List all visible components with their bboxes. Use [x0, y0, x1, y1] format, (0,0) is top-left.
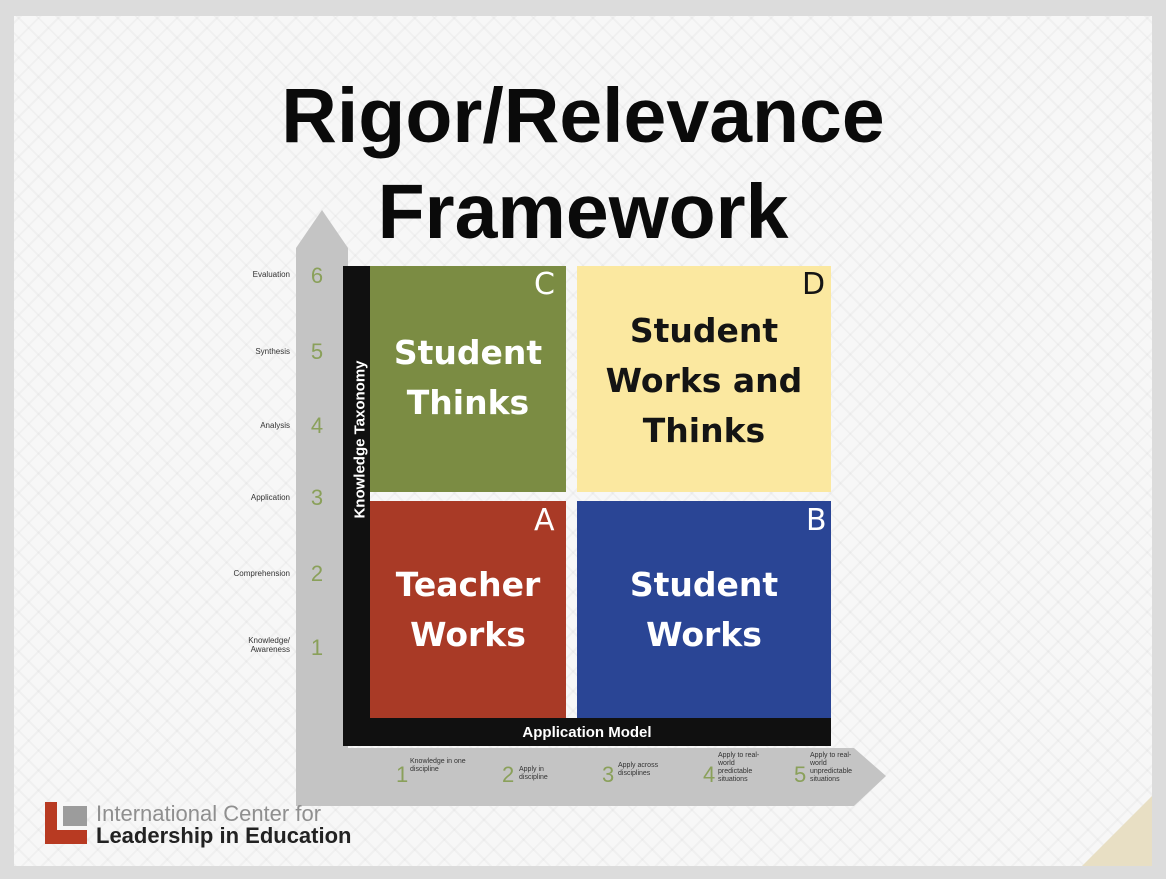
quadrant-d-letter: D — [802, 267, 826, 302]
application-level-label: Knowledge in one discipline — [410, 758, 466, 773]
knowledge-level-number: 5 — [310, 339, 324, 364]
knowledge-level-label: Knowledge/ Awareness — [248, 636, 290, 654]
knowledge-level-number: 6 — [310, 263, 324, 288]
knowledge-level-label: Synthesis — [255, 347, 290, 356]
knowledge-level-label: Analysis — [260, 421, 290, 430]
quadrant-c-letter: C — [534, 267, 555, 302]
quadrant-b-text: Student Works — [629, 565, 779, 654]
knowledge-level-number: 1 — [310, 635, 324, 660]
quadrant-a-bg — [370, 501, 566, 718]
application-level-number: 2 — [502, 762, 515, 787]
quadrant-a-text: Teacher Works — [395, 565, 541, 654]
application-model-label: Application Model — [522, 724, 652, 741]
slide-title-line1: Rigor/Relevance — [281, 73, 885, 159]
application-level-label: Apply across disciplines — [618, 762, 659, 777]
knowledge-level-number: 3 — [310, 485, 324, 510]
knowledge-level-number: 2 — [310, 561, 324, 586]
framework-diagram — [296, 210, 886, 806]
quadrant-d-bg — [577, 266, 831, 492]
knowledge-taxonomy-label: Knowledge Taxonomy — [351, 360, 369, 519]
knowledge-level-number: 4 — [310, 413, 324, 438]
quadrant-d-text: Student Works and Thinks — [605, 311, 803, 450]
application-level-number: 3 — [602, 762, 615, 787]
quadrant-c-text: Student Thinks — [393, 333, 543, 422]
horizontal-axis-bar — [343, 718, 831, 746]
application-level-number: 4 — [703, 762, 716, 787]
logo-line2: Leadership in Education — [96, 823, 352, 848]
application-level-label: Apply to real-world predictable situatio… — [718, 752, 760, 783]
knowledge-level-label: Application — [250, 493, 290, 502]
logo-line1: International Center for — [96, 801, 322, 826]
horizontal-arrow — [296, 748, 886, 806]
quadrant-b-letter: B — [806, 503, 827, 538]
application-level-label: Apply in discipline — [519, 766, 548, 781]
slide-title-line2: Framework — [377, 169, 789, 255]
quadrant-b-bg — [577, 501, 831, 718]
icle-logo-icon — [45, 802, 87, 844]
vertical-arrow — [296, 210, 348, 806]
knowledge-level-label: Evaluation — [252, 270, 290, 279]
vertical-axis-bar — [343, 266, 370, 746]
application-level-number: 1 — [396, 762, 409, 787]
application-level-label: Apply to real-world unpredictable situat… — [810, 752, 853, 783]
application-level-number: 5 — [794, 762, 807, 787]
quadrant-c-bg — [370, 266, 566, 492]
page-curl-corner — [1082, 796, 1152, 866]
knowledge-level-label: Comprehension — [233, 569, 290, 578]
slide: Rigor/Relevance Framework Knowledge Taxo… — [14, 16, 1152, 866]
quadrant-a-letter: A — [534, 503, 555, 538]
